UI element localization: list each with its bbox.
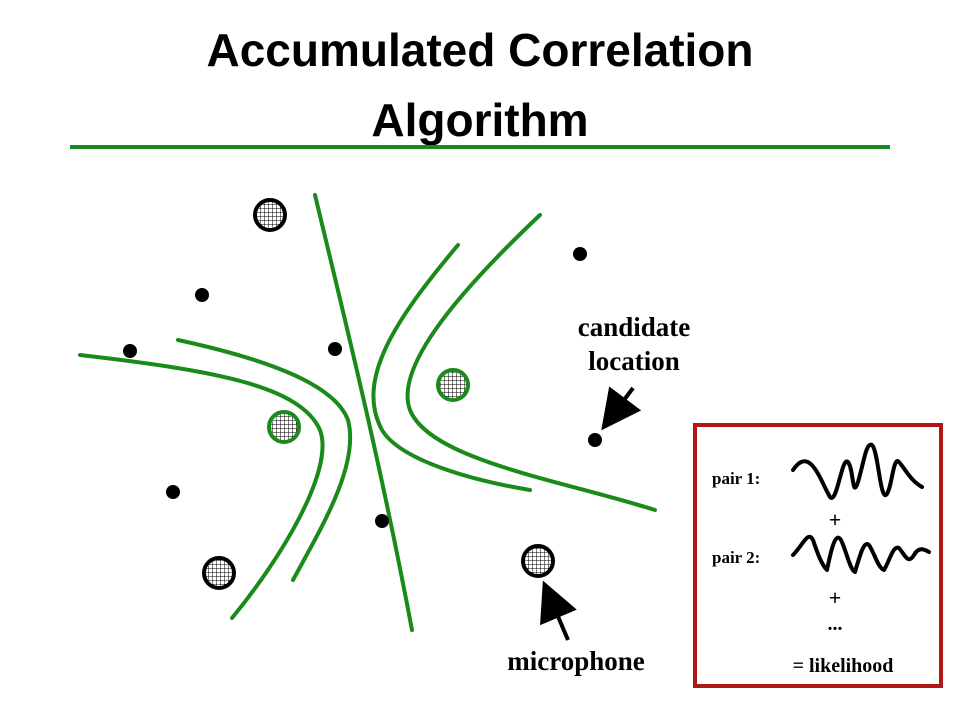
slide-title-line2: Algorithm xyxy=(371,94,589,146)
candidate-dot xyxy=(573,247,587,261)
candidate-dot xyxy=(123,344,137,358)
microphone-icon-active xyxy=(267,410,301,444)
candidate-arrow xyxy=(601,386,642,431)
microphone-arrow xyxy=(540,580,577,641)
ellipsis: ... xyxy=(828,613,843,635)
hyperbola-curve-right-inner xyxy=(371,243,532,492)
candidate-dot xyxy=(375,514,389,528)
candidate-dot xyxy=(195,288,209,302)
plus-sign: + xyxy=(829,585,842,610)
microphone-icon xyxy=(521,544,555,578)
slide-title-line1: Accumulated Correlation xyxy=(206,24,754,76)
candidate-label-line1: candidate xyxy=(578,312,691,342)
pair1-waveform xyxy=(791,442,924,500)
hyperbola-curve-left-inner xyxy=(176,338,353,582)
candidate-dot xyxy=(328,342,342,356)
candidate-dot xyxy=(166,485,180,499)
pair1-label: pair 1: xyxy=(712,469,760,488)
pair2-label: pair 2: xyxy=(712,548,760,567)
candidate-label-line2: location xyxy=(588,346,680,376)
microphone-icon-active xyxy=(436,368,470,402)
plus-sign: + xyxy=(829,507,842,532)
microphone-label: microphone xyxy=(507,646,645,676)
candidate-dot xyxy=(588,433,602,447)
hyperbola-curve-left-outer xyxy=(78,353,325,620)
hyperbola-curve-right-outer xyxy=(405,213,657,512)
pair2-waveform xyxy=(791,534,931,574)
microphone-icon xyxy=(202,556,236,590)
likelihood-box: pair 1: + pair 2: + ... = likelihood xyxy=(693,423,943,688)
likelihood-label: = likelihood xyxy=(793,655,894,677)
hyperbola-curve-center xyxy=(313,193,414,632)
microphone-icon xyxy=(253,198,287,232)
